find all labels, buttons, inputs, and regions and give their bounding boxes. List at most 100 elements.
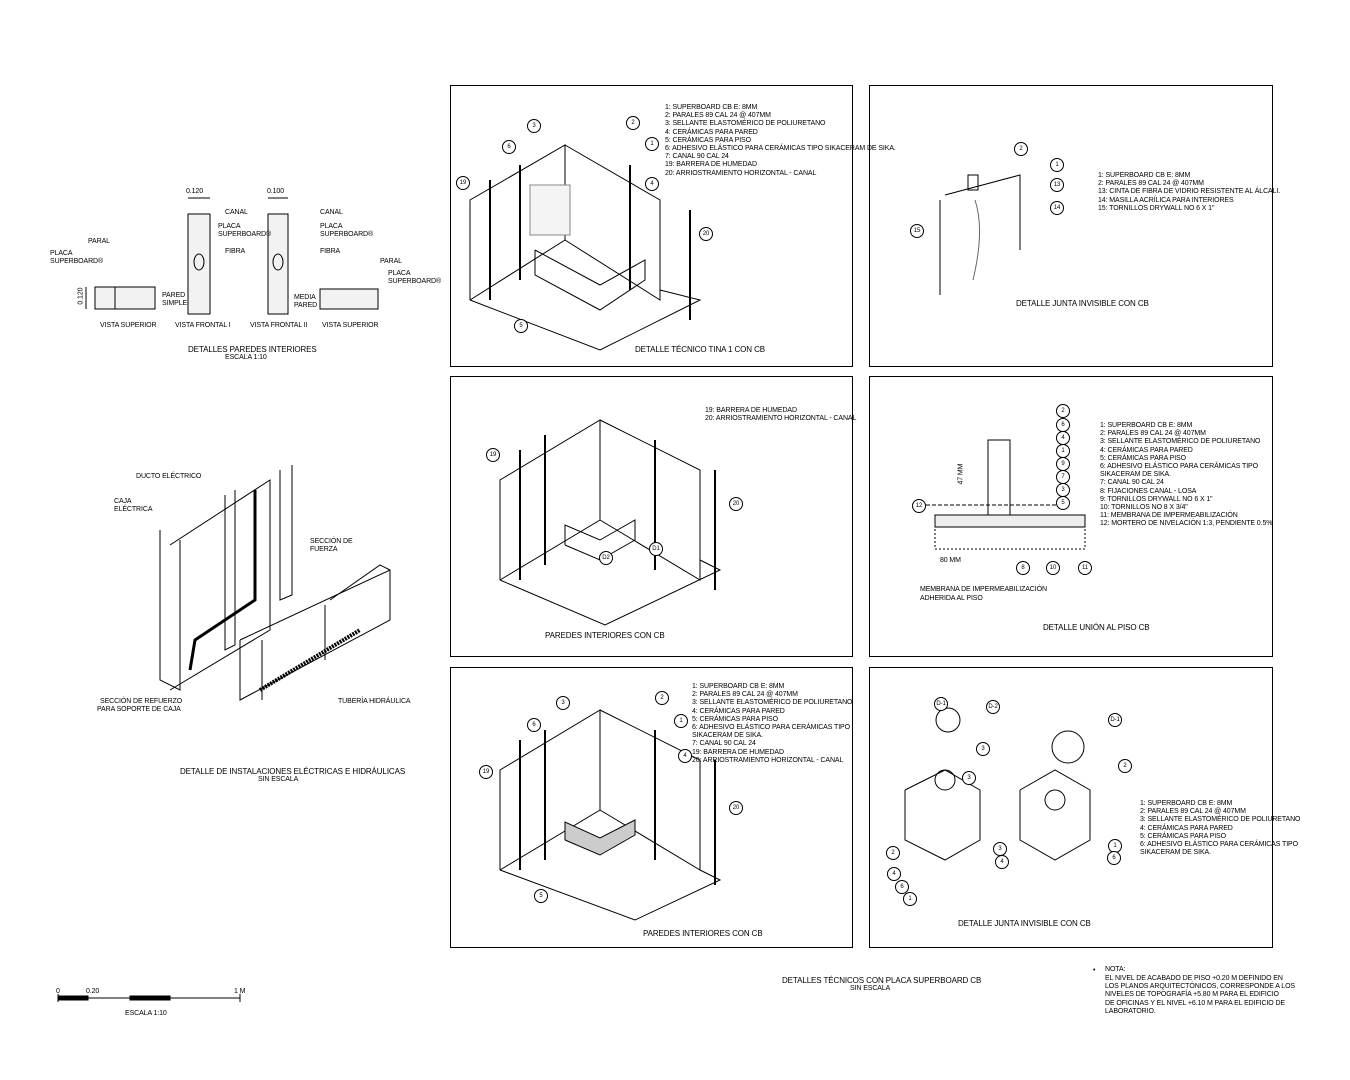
callout-bubble: 3 [556, 696, 570, 710]
label-soporte: PARA SOPORTE DE CAJA [97, 706, 181, 713]
label-canal: CANAL [225, 209, 248, 216]
label-ducto: DUCTO ELÉCTRICO [136, 473, 202, 480]
callout-bubble: 20 [699, 227, 713, 241]
label-caja: CAJA ELÉCTRICA [114, 498, 153, 514]
label-seccion-fuerza: SECCIÓN DE FUERZA [310, 538, 353, 554]
joint-drawing [939, 174, 1021, 295]
sheet-subtitle: SIN ESCALA [850, 985, 891, 992]
membrane-note: MEMBRANA DE IMPERMEABILIZACIÓN [920, 586, 1047, 593]
callout-bubble: 4 [1056, 431, 1070, 445]
callout-bubble: 6 [895, 880, 909, 894]
dim-label: 0.100 [267, 188, 285, 195]
list-line: 19: BARRERA DE HUMEDAD [705, 407, 797, 414]
label-placa: PLACA SUPERBOARD® [388, 270, 442, 286]
panel-invisible-joint-2 [869, 667, 1273, 948]
label-media-pared: MEDIA PARED [294, 294, 318, 310]
callout-bubble: 1 [645, 137, 659, 151]
callout-bubble: 6 [502, 140, 516, 154]
callout-bubble: 2 [1118, 759, 1132, 773]
label-placa: PLACA SUPERBOARD® [320, 223, 374, 239]
view-label: VISTA SUPERIOR [322, 322, 379, 329]
panel-title: PAREDES INTERIORES CON CB [545, 631, 665, 640]
view-label: VISTA FRONTAL I [175, 322, 231, 329]
list-line: 6: ADHESIVO ELÁSTICO PARA CERÁMICAS TIPO [1140, 841, 1298, 849]
list-line: NIVELES DE TOPOGRAFÍA +5.80 m PARA EL ED… [1105, 991, 1279, 999]
scale-tick: 0.20 [86, 988, 100, 995]
panel-tub-detail [450, 85, 853, 367]
walls-detail-scale: ESCALA 1:10 [225, 354, 267, 361]
list-line: 1: SUPERBOARD CB E: 8MM [692, 683, 785, 690]
tub-isometric-drawing [469, 144, 702, 351]
list-line: 19: BARRERA DE HUMEDAD [692, 748, 784, 756]
callout-bubble: D-2 [986, 700, 1000, 714]
dim-label: 0.120 [186, 188, 204, 195]
view-label: VISTA SUPERIOR [100, 322, 157, 329]
callout-bubble: D2 [599, 551, 613, 565]
list-line: 15: TORNILLOS DRYWALL NO 6 X 1" [1098, 204, 1215, 212]
wall-section-drawings [85, 197, 379, 315]
sheet-title: DETALLES TÉCNICOS CON PLACA SUPERBOARD C… [782, 976, 982, 985]
dim-label: 0.120 [77, 287, 85, 305]
scale-tick: 1 m [234, 988, 246, 995]
walls-detail-title: DETALLES PAREDES INTERIORES [188, 345, 317, 354]
list-line: 11: MEMBRANA DE IMPERMEABILIZACIÓN [1100, 512, 1238, 520]
callout-bubble: 15 [910, 224, 924, 238]
list-line: 2: PARALES 89 CAL 24 @ 407MM [692, 691, 798, 699]
panel-interior-walls-1 [450, 376, 853, 657]
callout-bubble: 3 [993, 842, 1007, 856]
scale-label: ESCALA 1:10 [125, 1010, 167, 1017]
callout-bubble: 2 [655, 691, 669, 705]
callout-bubble: 3 [527, 119, 541, 133]
callout-bubble: 19 [486, 448, 500, 462]
callout-bubble: 6 [527, 718, 541, 732]
list-line: 20: ARRIOSTRAMIENTO HORIZONTAL - CANAL [705, 415, 857, 423]
callout-bubble: D1 [649, 542, 663, 556]
callout-bubble: 8 [1016, 561, 1030, 575]
list-line: 6: ADHESIVO ELÁSTICO PARA CERÁMICAS TIPO [1100, 463, 1258, 471]
callout-bubble: 6 [1107, 851, 1121, 865]
list-line: 2: PARALES 89 CAL 24 @ 407MM [665, 112, 771, 120]
callout-bubble: 1 [1056, 444, 1070, 458]
list-line: SIKACERAM DE SIKA. [1100, 471, 1171, 479]
joint-corners-drawing [904, 707, 1091, 861]
callout-bubble: 19 [479, 765, 493, 779]
dim-label: 80 mm [940, 557, 961, 564]
list-line: 4: CERÁMICAS PARA PARED [692, 707, 785, 715]
callout-bubble: 2 [886, 846, 900, 860]
callout-bubble: 4 [645, 177, 659, 191]
list-line: SIKACERAM DE SIKA. [1140, 849, 1211, 857]
list-line: 19: BARRERA DE HUMEDAD [665, 161, 757, 169]
callout-bubble: 13 [1050, 178, 1064, 192]
callout-bubble: 3 [962, 771, 976, 785]
list-line: 10: TORNILLOS NO 8 X 3/4" [1100, 504, 1188, 512]
list-line: EL NIVEL DE ACABADO DE PISO +0.20 m DEFI… [1105, 975, 1283, 982]
scale-bar-graphic [57, 994, 241, 1002]
callout-bubble: 14 [1050, 201, 1064, 215]
interior-walls-drawing-1 [499, 419, 722, 626]
view-label: VISTA FRONTAL II [250, 322, 308, 329]
list-line: 6: ADHESIVO ELÁSTICO PARA CERÁMICAS TIPO… [665, 145, 896, 153]
list-line: 20: ARRIOSTRAMIENTO HORIZONTAL - CANAL [665, 169, 817, 177]
list-line: 5: CERÁMICAS PARA PISO [665, 136, 751, 144]
list-line: DE OFICINAS Y EL NIVEL +6.10 m PARA EL E… [1105, 999, 1285, 1007]
label-canal: CANAL [320, 209, 343, 216]
note-title: NOTA: [1105, 966, 1126, 973]
callout-bubble: 1 [674, 714, 688, 728]
membrane-note: ADHERIDA AL PISO [920, 595, 983, 602]
list-line: 9: TORNILLOS DRYWALL NO 6 X 1" [1100, 495, 1213, 503]
panel-invisible-joint [869, 85, 1273, 367]
list-line: 3: SELLANTE ELASTOMÉRICO DE POLIURETANO [665, 120, 826, 128]
label-paral: PARAL [380, 258, 402, 265]
list-line: 3: SELLANTE ELASTOMÉRICO DE POLIURETANO [692, 699, 853, 707]
list-line: 2: PARALES 89 CAL 24 @ 407MM [1140, 808, 1246, 816]
label-placa: PLACA SUPERBOARD® [50, 250, 104, 266]
callout-bubble: 4 [995, 855, 1009, 869]
list-line: 7: CANAL 90 CAL 24 [1100, 479, 1164, 487]
label-paral: PARAL [88, 238, 110, 245]
panel-title: DETALLE TÉCNICO TINA 1 CON CB [635, 345, 766, 354]
list-line: 13: CINTA DE FIBRA DE VIDRIO RESISTENTE … [1098, 188, 1281, 196]
callout-bubble: D-1 [934, 697, 948, 711]
